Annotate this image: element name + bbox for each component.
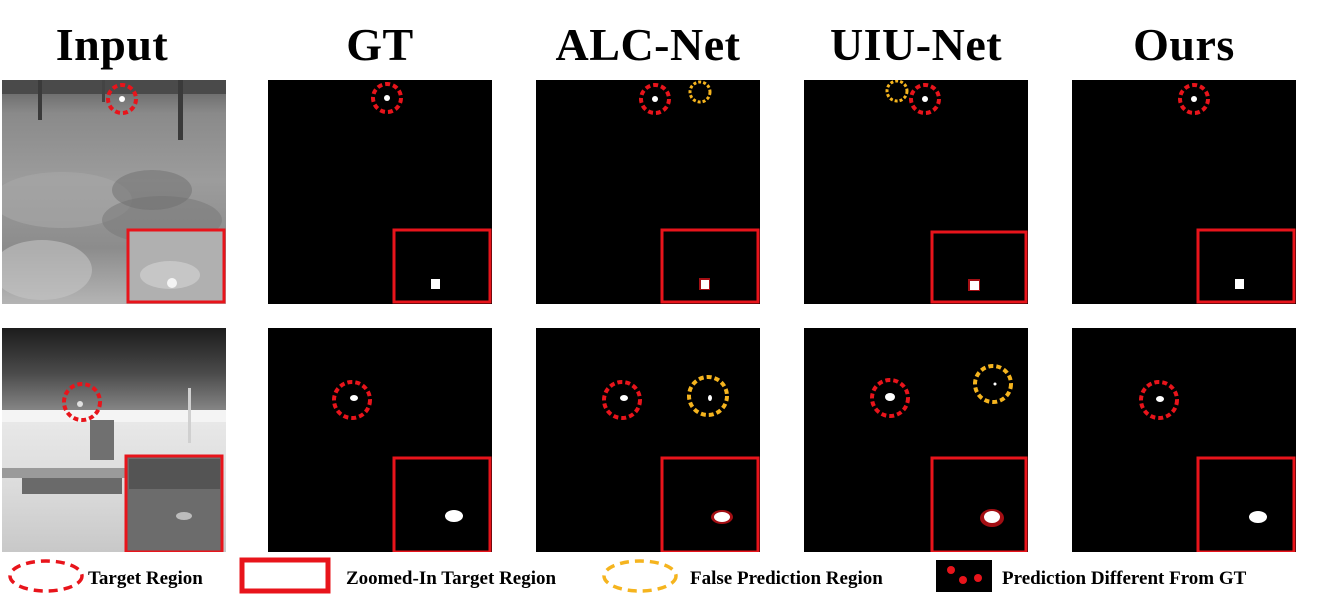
legend-target-region-label: Target Region — [88, 568, 203, 589]
ours-mask-row1 — [1072, 80, 1296, 304]
uiu-net-mask-row1 — [804, 80, 1028, 304]
alc-net-mask-row2 — [536, 328, 760, 552]
legend-target-region-icon — [4, 556, 84, 596]
legend-prediction-diff-icon — [936, 556, 992, 596]
legend-false-prediction-icon — [598, 556, 684, 596]
column-title-gt: GT — [346, 19, 414, 70]
legend-zoomed-region-label: Zoomed-In Target Region — [346, 568, 557, 589]
legend-zoomed-region-icon — [238, 556, 334, 596]
column-title-uiu-net: UIU-Net — [829, 19, 1003, 70]
input-image-row2 — [2, 328, 226, 552]
gt-mask-row2 — [268, 328, 492, 552]
column-title-input: Input — [55, 19, 169, 70]
column-title-alc-net: ALC-Net — [555, 19, 741, 70]
legend-false-prediction-label: False Prediction Region — [690, 568, 883, 589]
legend-prediction-diff-label: Prediction Different From GT — [1002, 568, 1247, 589]
column-title-ours: Ours — [1133, 19, 1235, 70]
uiu-net-mask-row2 — [804, 328, 1028, 552]
input-image-row1 — [2, 80, 226, 304]
alc-net-mask-row1 — [536, 80, 760, 304]
ours-mask-row2 — [1072, 328, 1296, 552]
gt-mask-row1 — [268, 80, 492, 304]
